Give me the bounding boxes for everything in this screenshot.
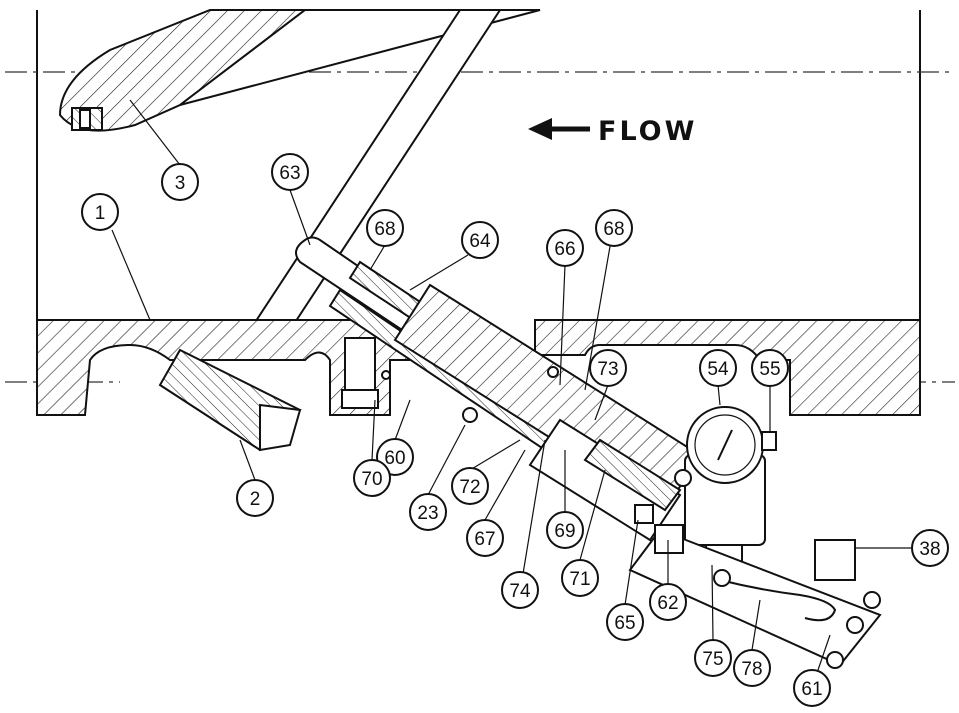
svg-text:73: 73 — [597, 359, 618, 380]
svg-text:2: 2 — [250, 489, 261, 510]
callout-74: 74 — [501, 571, 539, 609]
callout-68-right: 68 — [595, 209, 633, 247]
svg-text:66: 66 — [554, 239, 575, 260]
gauge-accumulator — [684, 406, 777, 566]
callout-38: 38 — [911, 529, 949, 567]
callout-23: 23 — [409, 493, 447, 531]
callout-2: 2 — [236, 479, 274, 517]
svg-text:70: 70 — [361, 469, 382, 490]
svg-text:54: 54 — [707, 359, 729, 380]
callout-75: 75 — [694, 639, 732, 677]
flow-arrow: FLOW — [528, 116, 697, 147]
callout-3: 3 — [161, 163, 199, 201]
svg-text:55: 55 — [759, 359, 780, 380]
piping-assembly — [628, 504, 882, 669]
svg-text:63: 63 — [279, 163, 300, 184]
bolts — [381, 366, 692, 487]
svg-text:78: 78 — [741, 659, 762, 680]
callout-73: 73 — [589, 349, 627, 387]
callout-64: 64 — [461, 221, 499, 259]
svg-text:61: 61 — [801, 679, 822, 700]
svg-text:23: 23 — [417, 503, 438, 524]
callout-67: 67 — [466, 519, 504, 557]
callouts: 1 2 3 23 38 54 55 60 61 62 63 64 65 66 6… — [81, 153, 949, 707]
callout-71: 71 — [561, 559, 599, 597]
svg-text:60: 60 — [384, 448, 405, 469]
svg-text:68: 68 — [603, 219, 624, 240]
svg-text:74: 74 — [509, 581, 531, 602]
svg-text:1: 1 — [95, 203, 106, 224]
flow-label: FLOW — [598, 116, 697, 147]
svg-text:65: 65 — [614, 613, 635, 634]
svg-text:71: 71 — [569, 569, 590, 590]
drain-plug — [158, 348, 302, 452]
callout-78: 78 — [733, 649, 771, 687]
svg-text:64: 64 — [469, 231, 491, 252]
svg-text:38: 38 — [919, 539, 940, 560]
callout-61: 61 — [793, 669, 831, 707]
callout-62: 62 — [649, 583, 687, 621]
svg-text:75: 75 — [702, 649, 723, 670]
callout-68-top: 68 — [366, 209, 404, 247]
callout-65: 65 — [606, 603, 644, 641]
callout-69: 69 — [546, 511, 584, 549]
svg-text:62: 62 — [657, 593, 678, 614]
svg-text:67: 67 — [474, 529, 495, 550]
svg-text:69: 69 — [554, 521, 575, 542]
svg-text:3: 3 — [175, 173, 186, 194]
callout-63: 63 — [271, 153, 309, 191]
mounting-plate — [341, 337, 379, 409]
svg-text:68: 68 — [374, 219, 395, 240]
callout-1: 1 — [81, 193, 119, 231]
callout-54: 54 — [699, 349, 737, 387]
callout-55: 55 — [751, 349, 789, 387]
svg-text:72: 72 — [459, 477, 480, 498]
callout-66: 66 — [546, 229, 584, 267]
callout-70: 70 — [353, 459, 391, 497]
callout-72: 72 — [451, 467, 489, 505]
